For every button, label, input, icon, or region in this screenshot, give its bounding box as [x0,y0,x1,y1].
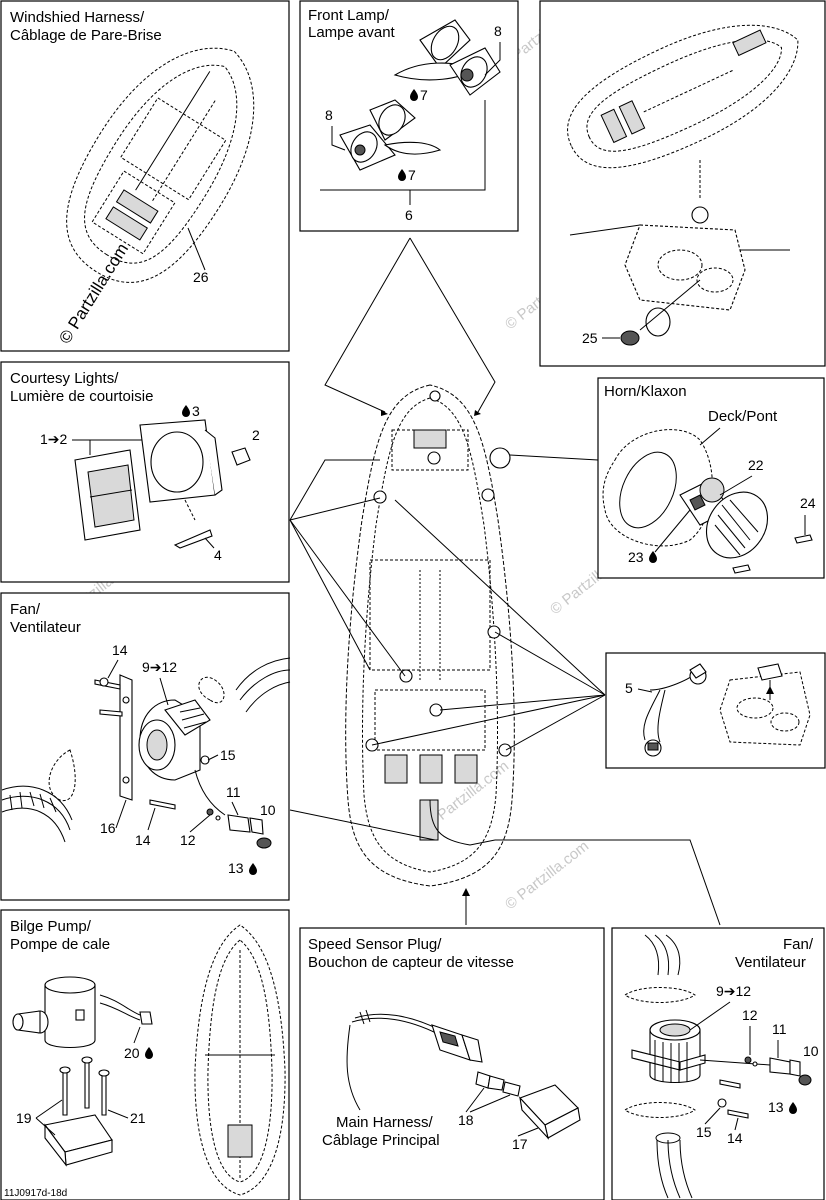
watermark: © Partzilla.com [502,838,592,914]
main-harness-label: Main Harness/ [336,1114,434,1131]
panel-title: Câblage de Pare-Brise [10,27,162,44]
panel-windshield-harness: Windshied Harness/ Câblage de Pare-Brise… [0,0,290,352]
panel-bilge-pump: Bilge Pump/ Pompe de cale 20 19 21 [0,909,290,1200]
callout-14: 14 [112,642,128,658]
callout-12: 12 [742,1007,758,1023]
callout-12: 12 [180,832,196,848]
callout-2: 2 [252,427,260,443]
callout-14: 14 [727,1130,743,1146]
main-hull [345,384,515,887]
panel-title: Lumière de courtoisie [10,388,153,405]
panel-title: Ventilateur [10,619,81,636]
main-harness-label: Câblage Principal [322,1132,440,1149]
diagram-code: 11J0917d-18d [4,1188,67,1199]
panel-front-lamp: Front Lamp/ Lampe avant 8 7 8 7 6 [299,0,519,232]
callout-13: 13 [768,1099,784,1115]
panel-horn: Horn/Klaxon Deck/Pont 22 24 23 [597,377,825,579]
callout-5: 5 [625,680,633,696]
callout-15: 15 [696,1124,712,1140]
panel-title: Front Lamp/ [308,7,390,24]
callout-13: 13 [228,860,244,876]
callout-10: 10 [260,802,276,818]
panel-title: Horn/Klaxon [604,383,687,400]
panel-title: Fan/ [10,601,41,618]
callout-25: 25 [582,330,598,346]
callout-11: 11 [772,1021,787,1037]
callout-7: 7 [420,87,428,103]
callout-26: 26 [193,269,209,285]
panel-title: Lampe avant [308,24,396,41]
callout-1-2: 1➔2 [40,431,68,447]
callout-7: 7 [408,167,416,183]
panel-fan-right: Fan/ Ventilateur 9➔12 12 11 [611,927,825,1200]
panel-courtesy-lights: Courtesy Lights/ Lumière de courtoisie 3… [0,361,290,583]
callout-24: 24 [800,495,816,511]
callout-19: 19 [16,1110,32,1126]
callout-15: 15 [220,747,236,763]
horn-deck-label: Deck/Pont [708,408,778,425]
callout-16: 16 [100,820,116,836]
callout-11: 11 [226,784,241,800]
panel-title: Bilge Pump/ [10,918,92,935]
callout-14: 14 [135,832,151,848]
panel-fan-left: Fan/ Ventilateur 14 [0,592,291,901]
callout-20: 20 [124,1045,140,1061]
panel-title: Speed Sensor Plug/ [308,936,442,953]
panel-title: Courtesy Lights/ [10,370,119,387]
panel-speed-sensor: Speed Sensor Plug/ Bouchon de capteur de… [299,927,605,1200]
panel-rear-detail: 25 [539,0,826,367]
panel-title: Fan/ [783,936,814,953]
callout-8: 8 [494,23,502,39]
callout-6: 6 [405,207,413,223]
callout-10: 10 [803,1043,819,1059]
callout-22: 22 [748,457,764,473]
callout-9-12: 9➔12 [142,659,177,675]
callout-17: 17 [512,1136,528,1152]
callout-9-12: 9➔12 [716,983,751,999]
leader-lines [289,237,721,926]
callout-21: 21 [130,1110,146,1126]
callout-3: 3 [192,403,200,419]
panel-title: Windshied Harness/ [10,9,145,26]
callout-4: 4 [214,547,222,563]
callout-18: 18 [458,1112,474,1128]
panel-title: Ventilateur [735,954,806,971]
panel-title: Pompe de cale [10,936,110,953]
callout-8: 8 [325,107,333,123]
panel-title: Bouchon de capteur de vitesse [308,954,514,971]
panel-sensor: 5 [605,652,826,769]
callout-23: 23 [628,549,644,565]
